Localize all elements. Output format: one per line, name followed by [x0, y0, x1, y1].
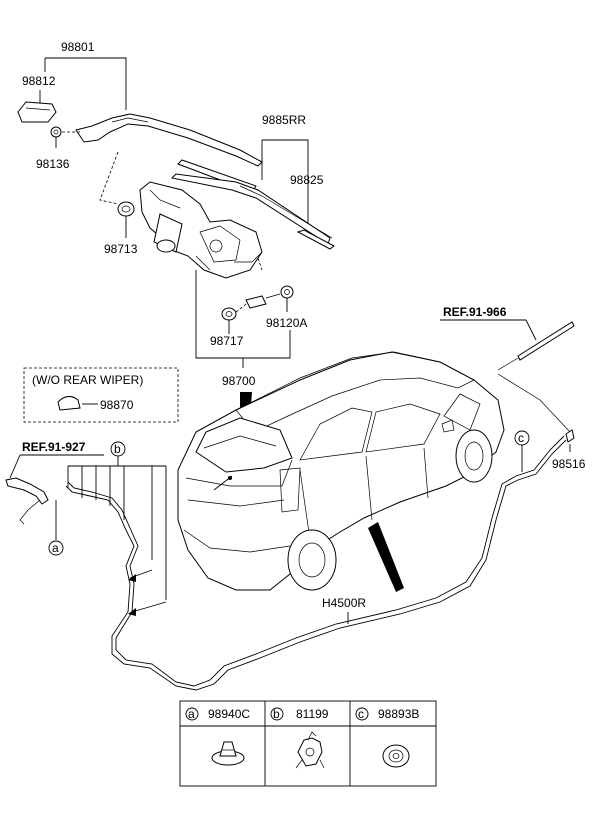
label-98801: 98801: [61, 40, 95, 54]
front-wheel: [455, 429, 493, 483]
washer-hose-h4500r: [65, 439, 567, 691]
label-98825: 98825: [290, 173, 324, 187]
label-ref-91-966: REF.91-966: [443, 305, 507, 319]
washer-hose-group: REF.91-966 98516 c H4500R REF.91-927 b: [5, 305, 586, 691]
leader-98801: [44, 57, 127, 110]
ref-91-927-hose: [5, 477, 49, 505]
callout-a: [48, 540, 64, 556]
wiper-arm: [75, 113, 263, 167]
svg-text:c: c: [518, 431, 524, 445]
wiper-blade-group: 9885RR 98825: [170, 113, 335, 250]
label-98717: 98717: [210, 334, 244, 348]
nut-98717: [221, 307, 237, 321]
label-9885RR: 9885RR: [262, 113, 306, 127]
label-ref-91-927: REF.91-927: [22, 440, 86, 454]
legend-a-part: 98940C: [208, 707, 250, 721]
grommet-98713: [117, 201, 135, 217]
label-98713: 98713: [104, 242, 138, 256]
arrow-to-hose-location: [368, 522, 404, 592]
wo-rear-wiper-frame: [23, 367, 179, 423]
legend-c-circle: [355, 707, 369, 721]
plug-98870: [57, 396, 81, 411]
svg-text:a: a: [52, 541, 59, 555]
clip-98940C-icon: [211, 741, 245, 766]
leader-9885RR: [261, 139, 309, 226]
svg-text:b: b: [114, 442, 121, 456]
label-h4500r: H4500R: [322, 596, 366, 610]
grommet-98893B-icon: [382, 744, 410, 768]
legend-c-part: 98893B: [378, 707, 419, 721]
without-rear-wiper-box: (W/O REAR WIPER) 98870: [23, 367, 179, 423]
legend-c-letter: c: [358, 707, 364, 721]
legend-a-circle: [185, 707, 199, 721]
hatchback-car: [177, 351, 505, 592]
label-98700: 98700: [222, 374, 256, 388]
legend-b-letter: b: [273, 707, 280, 721]
label-98120A: 98120A: [266, 316, 307, 330]
rear-window: [195, 417, 293, 473]
rear-wheel: [287, 529, 337, 591]
clip-81199-icon: [295, 731, 325, 769]
wiper-arm-cap: [17, 101, 57, 123]
wiper-blade: [170, 173, 331, 245]
legend-a-letter: a: [188, 707, 195, 721]
label-wo-rear-wiper: (W/O REAR WIPER): [32, 373, 143, 387]
legend-b-part: 81199: [296, 707, 329, 721]
nut-98136: [50, 126, 62, 138]
clip-legend-table: a 98940C b 81199 c 98893B: [179, 700, 437, 787]
label-98870: 98870: [100, 398, 134, 412]
cap-98120A: [280, 285, 294, 299]
label-98516: 98516: [552, 457, 586, 471]
nozzle-98516: [565, 429, 575, 443]
wiper-arm-group: 98801 98812 98136: [17, 40, 263, 171]
label-98136: 98136: [36, 157, 70, 171]
label-98812: 98812: [22, 74, 56, 88]
blade-refill: [296, 229, 335, 250]
legend-b-circle: [270, 707, 284, 721]
